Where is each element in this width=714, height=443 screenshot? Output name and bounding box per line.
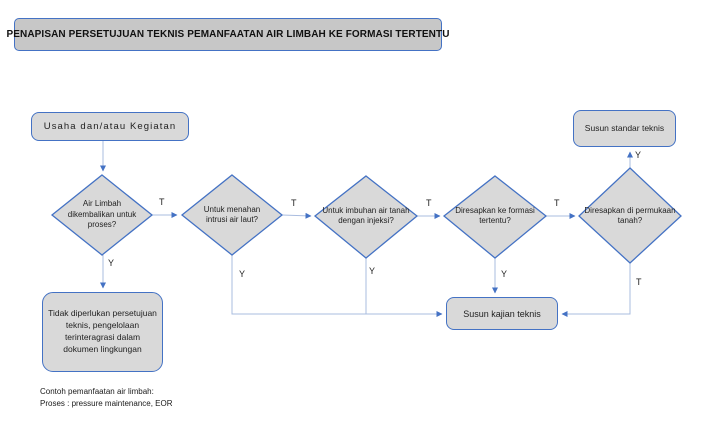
node-susun-standar-teknis: Susun standar teknis: [573, 110, 676, 147]
decision-d1-shape: [50, 174, 154, 256]
connector-d5-to-kajian: [561, 263, 631, 317]
node-tidak-diperlukan-persetujuan: Tidak diperlukan persetujuan teknis, pen…: [42, 292, 163, 372]
decision-d3-label: Untuk imbuhan air tanah dengan injeksi?: [322, 205, 410, 225]
decision-d2-label: Untuk menahan intrusi air laut?: [203, 204, 261, 224]
connector-d2-to-d3: [281, 212, 312, 219]
node-susun-kajian-teknis: Susun kajian teknis: [446, 297, 558, 330]
branch-label-d2-t: T: [291, 198, 297, 208]
decision-d5-shape: [578, 167, 682, 264]
decision-d5-label: Diresapkan di permukaan tanah?: [584, 205, 676, 225]
page-title: PENAPISAN PERSETUJUAN TEKNIS PEMANFAATAN…: [6, 18, 449, 51]
footer-line1: Contoh pemanfaatan air limbah:: [40, 387, 154, 396]
branch-label-d5-y: Y: [635, 150, 642, 160]
decision-d3-shape: [313, 175, 419, 259]
branch-label-d1-t: T: [159, 197, 165, 207]
decision-d4-shape: [442, 175, 548, 259]
branch-label-d3-y: Y: [369, 266, 376, 276]
connector-d2-to-kajian: [231, 255, 443, 317]
decision-d4-label: Diresapkan ke formasi tertentu?: [455, 205, 535, 225]
node-usaha-kegiatan: Usaha dan/atau Kegiatan: [31, 112, 189, 141]
decision-d1-label: Air Limbah dikembalikan untuk proses?: [67, 199, 137, 230]
branch-label-d1-y: Y: [108, 258, 115, 268]
decision-d2-shape: [180, 174, 284, 256]
branch-label-d4-t: T: [554, 198, 560, 208]
branch-label-d2-y: Y: [239, 269, 246, 279]
branch-label-d3-t: T: [426, 198, 432, 208]
footer-line2: Proses : pressure maintenance, EOR: [40, 398, 173, 408]
branch-label-d4-y: Y: [501, 269, 508, 279]
footer-note: Contoh pemanfaatan air limbah: Proses : …: [40, 386, 173, 409]
branch-label-d5-t: T: [636, 277, 642, 287]
